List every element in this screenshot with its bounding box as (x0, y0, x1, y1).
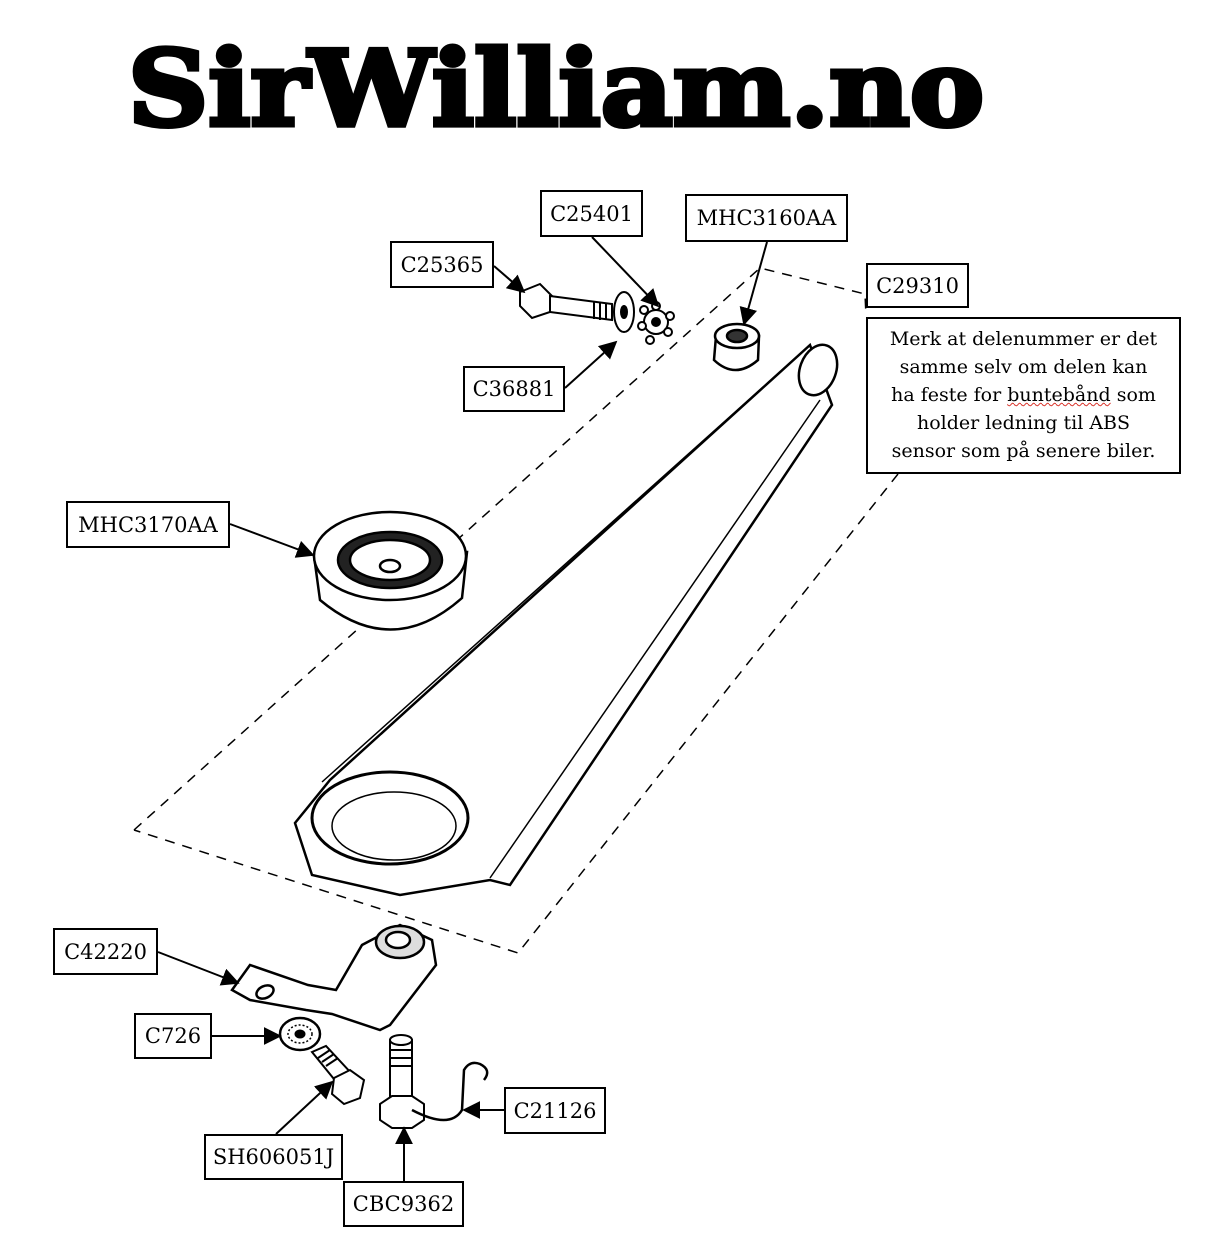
part-label-mhc3160aa: MHC3160AA (685, 194, 848, 242)
lock-washer-part (278, 1016, 322, 1052)
small-bolt-part (310, 1044, 366, 1106)
part-label-c726: C726 (134, 1013, 212, 1059)
note-box: Merk at delenummer er det samme selv om … (866, 317, 1181, 474)
note-line-2: samme selv om delen kan (899, 356, 1148, 378)
logo-text: SirWilliam.no (128, 27, 984, 150)
bolt-assembly-part (519, 282, 675, 345)
arm-part (293, 342, 839, 897)
part-label-c25401: C25401 (540, 190, 643, 237)
note-line-3-end: som (1110, 384, 1156, 406)
note-line-1: Merk at delenummer er det (889, 328, 1158, 350)
part-label-sh606051j: SH606051J (204, 1134, 343, 1180)
large-bushing-part (312, 510, 469, 631)
leader-lines (157, 236, 768, 1184)
part-label-mhc3170aa: MHC3170AA (66, 501, 230, 548)
bracket-part (230, 923, 438, 1032)
part-label-c36881: C36881 (463, 366, 565, 412)
site-logo: SirWilliam.no (126, 25, 987, 151)
small-bushing-part (712, 322, 761, 372)
part-label-c25365: C25365 (390, 241, 494, 288)
note-line-5: sensor som på senere biler. (891, 440, 1156, 462)
part-label-cbc9362: CBC9362 (343, 1181, 464, 1227)
note-line-3-start: ha feste for (891, 384, 1008, 406)
long-bolt-part (379, 1034, 489, 1129)
note-misspelled-word: buntebånd (1007, 384, 1111, 406)
note-line-3: ha feste for buntebånd som (868, 381, 1179, 409)
part-label-c21126: C21126 (504, 1087, 606, 1134)
part-label-c29310: C29310 (866, 263, 969, 308)
part-label-c42220: C42220 (53, 928, 158, 975)
note-line-4: holder ledning til ABS (916, 412, 1131, 434)
